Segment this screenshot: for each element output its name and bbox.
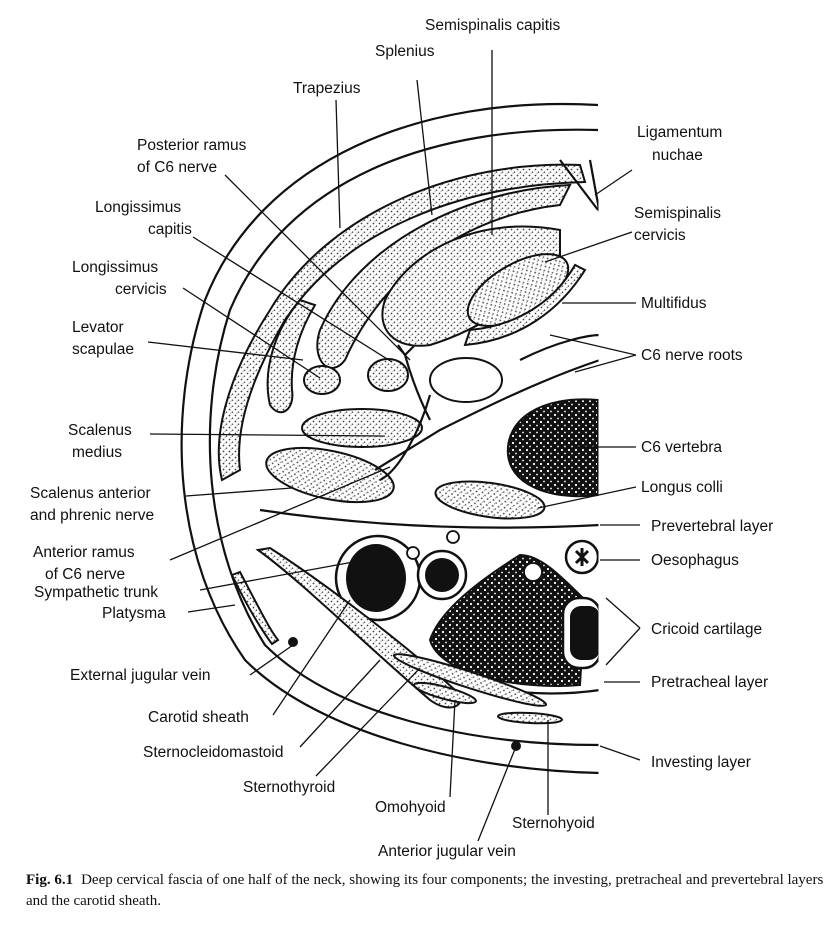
label-anterior-ramus-2: of C6 nerve xyxy=(45,566,125,583)
vertebral-arch xyxy=(429,357,503,403)
label-trapezius: Trapezius xyxy=(293,80,361,97)
vagus-nerve xyxy=(406,546,420,560)
internal-jugular-vein xyxy=(346,544,406,612)
external-jugular-vein xyxy=(288,637,298,647)
cricoid-lumen xyxy=(570,606,600,660)
thyroid-vessel xyxy=(523,562,543,582)
label-scalenus-medius-1: Scalenus xyxy=(68,422,132,439)
skin-outline xyxy=(180,102,601,775)
label-sternocleidomastoid: Sternocleidomastoid xyxy=(143,744,283,761)
label-anterior-ramus-1: Anterior ramus xyxy=(33,544,135,561)
ligamentum-nuchae xyxy=(559,159,602,216)
label-levator-scapulae-2: scapulae xyxy=(72,341,134,358)
investing-layer-outline xyxy=(208,128,601,747)
label-sympathetic-trunk: Sympathetic trunk xyxy=(34,584,158,601)
c6-nerve-root-path xyxy=(374,358,601,471)
anterior-jugular-vein xyxy=(511,741,521,751)
label-sternothyroid: Sternothyroid xyxy=(243,779,335,796)
label-prevertebral-layer: Prevertebral layer xyxy=(651,518,773,535)
label-omohyoid: Omohyoid xyxy=(375,799,446,816)
label-scalenus-anterior-1: Scalenus anterior xyxy=(30,485,151,502)
label-splenius: Splenius xyxy=(375,43,435,60)
label-ligamentum-nuchae-1: Ligamentum xyxy=(637,124,722,141)
oesophagus-lumen xyxy=(574,548,590,566)
c6-vertebra-body xyxy=(506,398,599,498)
label-longissimus-cervicis-2: cervicis xyxy=(115,281,167,298)
label-pretracheal-layer: Pretracheal layer xyxy=(651,674,768,691)
label-multifidus: Multifidus xyxy=(641,295,707,312)
label-oesophagus: Oesophagus xyxy=(651,552,739,569)
sternocleidomastoid-muscle xyxy=(255,546,462,709)
omohyoid-muscle xyxy=(413,681,477,705)
common-carotid-artery xyxy=(425,558,459,592)
label-c6-nerve-roots: C6 nerve roots xyxy=(641,347,743,364)
leader-lines xyxy=(147,50,641,842)
label-sternohyoid: Sternohyoid xyxy=(512,815,595,832)
label-longissimus-cervicis-1: Longissimus xyxy=(72,259,158,276)
caption-label: Fig. 6.1 xyxy=(26,872,74,888)
label-semispinalis-cervicis-2: cervicis xyxy=(634,227,686,244)
label-longus-colli: Longus colli xyxy=(641,479,723,496)
label-c6-vertebra: C6 vertebra xyxy=(641,439,722,456)
platysma-muscle xyxy=(230,570,280,646)
label-investing-layer: Investing layer xyxy=(651,754,751,771)
longissimus-cervicis-muscle xyxy=(303,365,341,395)
label-longissimus-capitis-2: capitis xyxy=(148,221,192,238)
sternohyoid-muscle xyxy=(497,711,563,725)
sternothyroid-muscle xyxy=(392,653,548,707)
trapezius-muscle xyxy=(217,163,587,482)
label-ligamentum-nuchae-2: nuchae xyxy=(652,147,703,164)
scalenus-medius-muscle xyxy=(301,408,423,448)
label-external-jugular-vein: External jugular vein xyxy=(70,667,210,684)
label-posterior-ramus-2: of C6 nerve xyxy=(137,159,217,176)
levator-scapulae-muscle xyxy=(266,298,317,414)
label-scalenus-medius-2: medius xyxy=(72,444,122,461)
longus-colli-muscle xyxy=(434,480,546,520)
prevertebral-layer-line xyxy=(259,508,601,529)
multifidus-muscle xyxy=(463,263,587,347)
caption-text: Deep cervical fascia of one half of the … xyxy=(26,872,824,909)
label-longissimus-capitis-1: Longissimus xyxy=(95,199,181,216)
label-posterior-ramus-1: Posterior ramus xyxy=(137,137,247,154)
scalenus-anterior-muscle xyxy=(265,446,395,504)
sympathetic-trunk-node xyxy=(446,530,460,544)
label-carotid-sheath: Carotid sheath xyxy=(148,709,249,726)
label-cricoid-cartilage: Cricoid cartilage xyxy=(651,621,762,638)
label-levator-scapulae-1: Levator xyxy=(72,319,124,336)
label-semispinalis-cervicis-1: Semispinalis xyxy=(634,205,721,222)
label-platysma: Platysma xyxy=(102,605,166,622)
label-semispinalis-capitis: Semispinalis capitis xyxy=(425,17,560,34)
label-anterior-jugular-vein: Anterior jugular vein xyxy=(378,843,516,860)
label-scalenus-anterior-2: and phrenic nerve xyxy=(30,507,154,524)
longissimus-capitis-muscle xyxy=(367,358,409,392)
